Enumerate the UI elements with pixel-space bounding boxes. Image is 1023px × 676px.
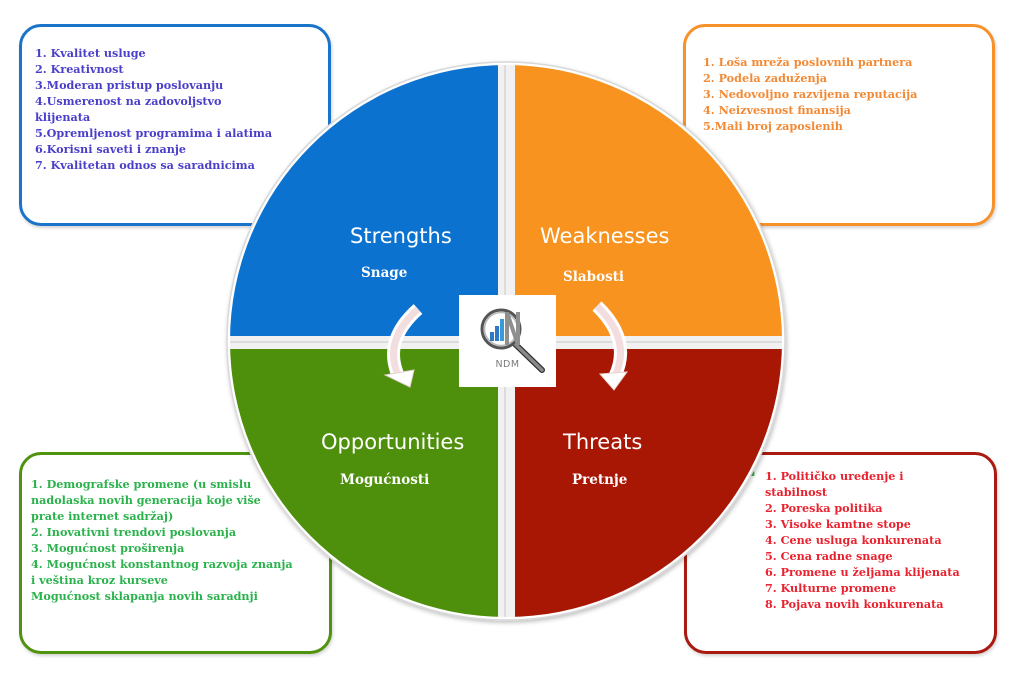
weaknesses-box: 1. Loša mreža poslovnih partnera 2. Pode…	[683, 24, 995, 226]
opportunities-item: Mogućnost sklapanja novih saradnji	[31, 589, 258, 603]
weaknesses-title: Weaknesses	[540, 224, 670, 248]
threats-item: 2. Poreska politika	[765, 501, 883, 515]
weaknesses-item: 5.Mali broj zaposlenih	[703, 119, 843, 133]
strengths-item: 7. Kvalitetan odnos sa saradnicima	[35, 158, 255, 172]
opportunities-item: 3. Mogućnost proširenja	[31, 541, 185, 555]
threats-item: 5. Cena radne snage	[765, 549, 893, 563]
weaknesses-list: 1. Loša mreža poslovnih partnera 2. Pode…	[703, 54, 917, 134]
strengths-item: 1. Kvalitet usluge	[35, 46, 146, 60]
threats-item: 4. Cene usluga konkurenata	[765, 533, 942, 547]
logo-text: NDM	[495, 359, 520, 370]
threats-item: 8. Pojava novih konkurenata	[765, 597, 944, 611]
strengths-item: 5.Opremljenost programima i alatima	[35, 126, 273, 140]
threats-item: 1. Političko uređenje i stabilnost	[765, 469, 904, 499]
strengths-box: 1. Kvalitet usluge 2. Kreativnost 3.Mode…	[19, 24, 331, 226]
threats-title: Threats	[563, 430, 643, 454]
opportunities-subtitle: Mogućnosti	[340, 472, 430, 488]
left-cycle-arrow-icon	[383, 304, 423, 388]
threats-subtitle: Pretnje	[572, 472, 628, 488]
weaknesses-item: 2. Podela zaduženja	[703, 71, 827, 85]
strengths-item: 3.Moderan pristup poslovanju	[35, 78, 224, 92]
right-cycle-arrow-icon	[592, 301, 629, 391]
threats-list: 1. Političko uređenje i stabilnost 2. Po…	[765, 468, 995, 612]
opportunities-item: 2. Inovativni trendovi poslovanja	[31, 525, 237, 539]
strengths-item: 2. Kreativnost	[35, 62, 124, 76]
strengths-subtitle: Snage	[361, 265, 408, 281]
weaknesses-item: 4. Neizvesnost finansija	[703, 103, 851, 117]
threats-item: 6. Promene u željama klijenata	[765, 565, 960, 579]
threats-item: 7. Kulturne promene	[765, 581, 897, 595]
opportunities-list: 1. Demografske promene (u smislu nadolas…	[31, 476, 293, 604]
weaknesses-quadrant	[515, 65, 782, 336]
opportunities-item: 1. Demografske promene (u smislu nadolas…	[31, 477, 261, 523]
strengths-title: Strengths	[350, 224, 452, 248]
weaknesses-item: 3. Nedovoljno razvijena reputacija	[703, 87, 918, 101]
strengths-item: 6.Korisni saveti i znanje	[35, 142, 186, 156]
strengths-list: 1. Kvalitet usluge 2. Kreativnost 3.Mode…	[35, 45, 320, 173]
opportunities-title: Opportunities	[321, 430, 465, 454]
strengths-item: 4.Usmerenost na zadovoljstvo klijenata	[35, 94, 222, 124]
opportunities-item: 4. Mogućnost konstantnog razvoja znanja …	[31, 557, 293, 587]
ndm-logo: NDM	[459, 295, 556, 387]
threats-item: 3. Visoke kamtne stope	[765, 517, 911, 531]
weaknesses-subtitle: Slabosti	[563, 269, 625, 285]
strengths-quadrant	[230, 65, 498, 336]
threats-quadrant	[515, 349, 782, 617]
weaknesses-item: 1. Loša mreža poslovnih partnera	[703, 55, 913, 69]
opportunities-quadrant	[230, 349, 498, 617]
magnifier-chart-icon	[480, 308, 545, 373]
